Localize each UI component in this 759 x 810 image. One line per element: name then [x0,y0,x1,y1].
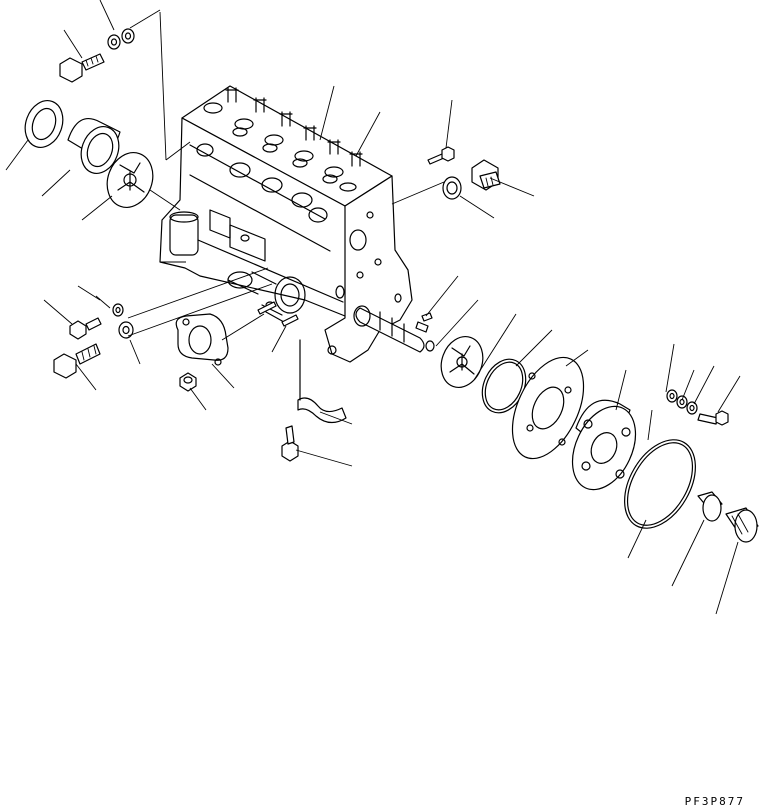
leader-lines [5,0,741,615]
camshaft [353,305,435,353]
bolt-lower-left-small [69,317,102,340]
plate-gasket [511,356,585,460]
coupling-right [440,336,484,388]
o-ring-large [624,439,696,529]
bearing-ring [67,118,121,174]
oil-seal [24,100,64,148]
washer-right [442,176,462,200]
washers-lower-left [112,303,134,339]
bushing [697,491,723,522]
bolt-right-group [697,410,729,426]
bolt-lower-left-large [53,343,101,379]
bolt-top-right [427,146,455,165]
figure-code: PF3P877 [684,795,745,808]
washers-top-left [107,28,135,50]
coupling-left [106,152,154,208]
bolt-top-left [59,53,105,83]
pump-housing [159,85,413,363]
nut [179,372,197,392]
flange-cover [571,399,637,491]
roller-bearing [725,507,759,543]
flange-studs [257,301,299,327]
saddle-bracket [297,339,347,424]
flange-gasket [175,313,229,366]
washers-right-group [666,389,698,415]
plug [471,159,501,191]
bolt-bottom-center [281,425,299,462]
